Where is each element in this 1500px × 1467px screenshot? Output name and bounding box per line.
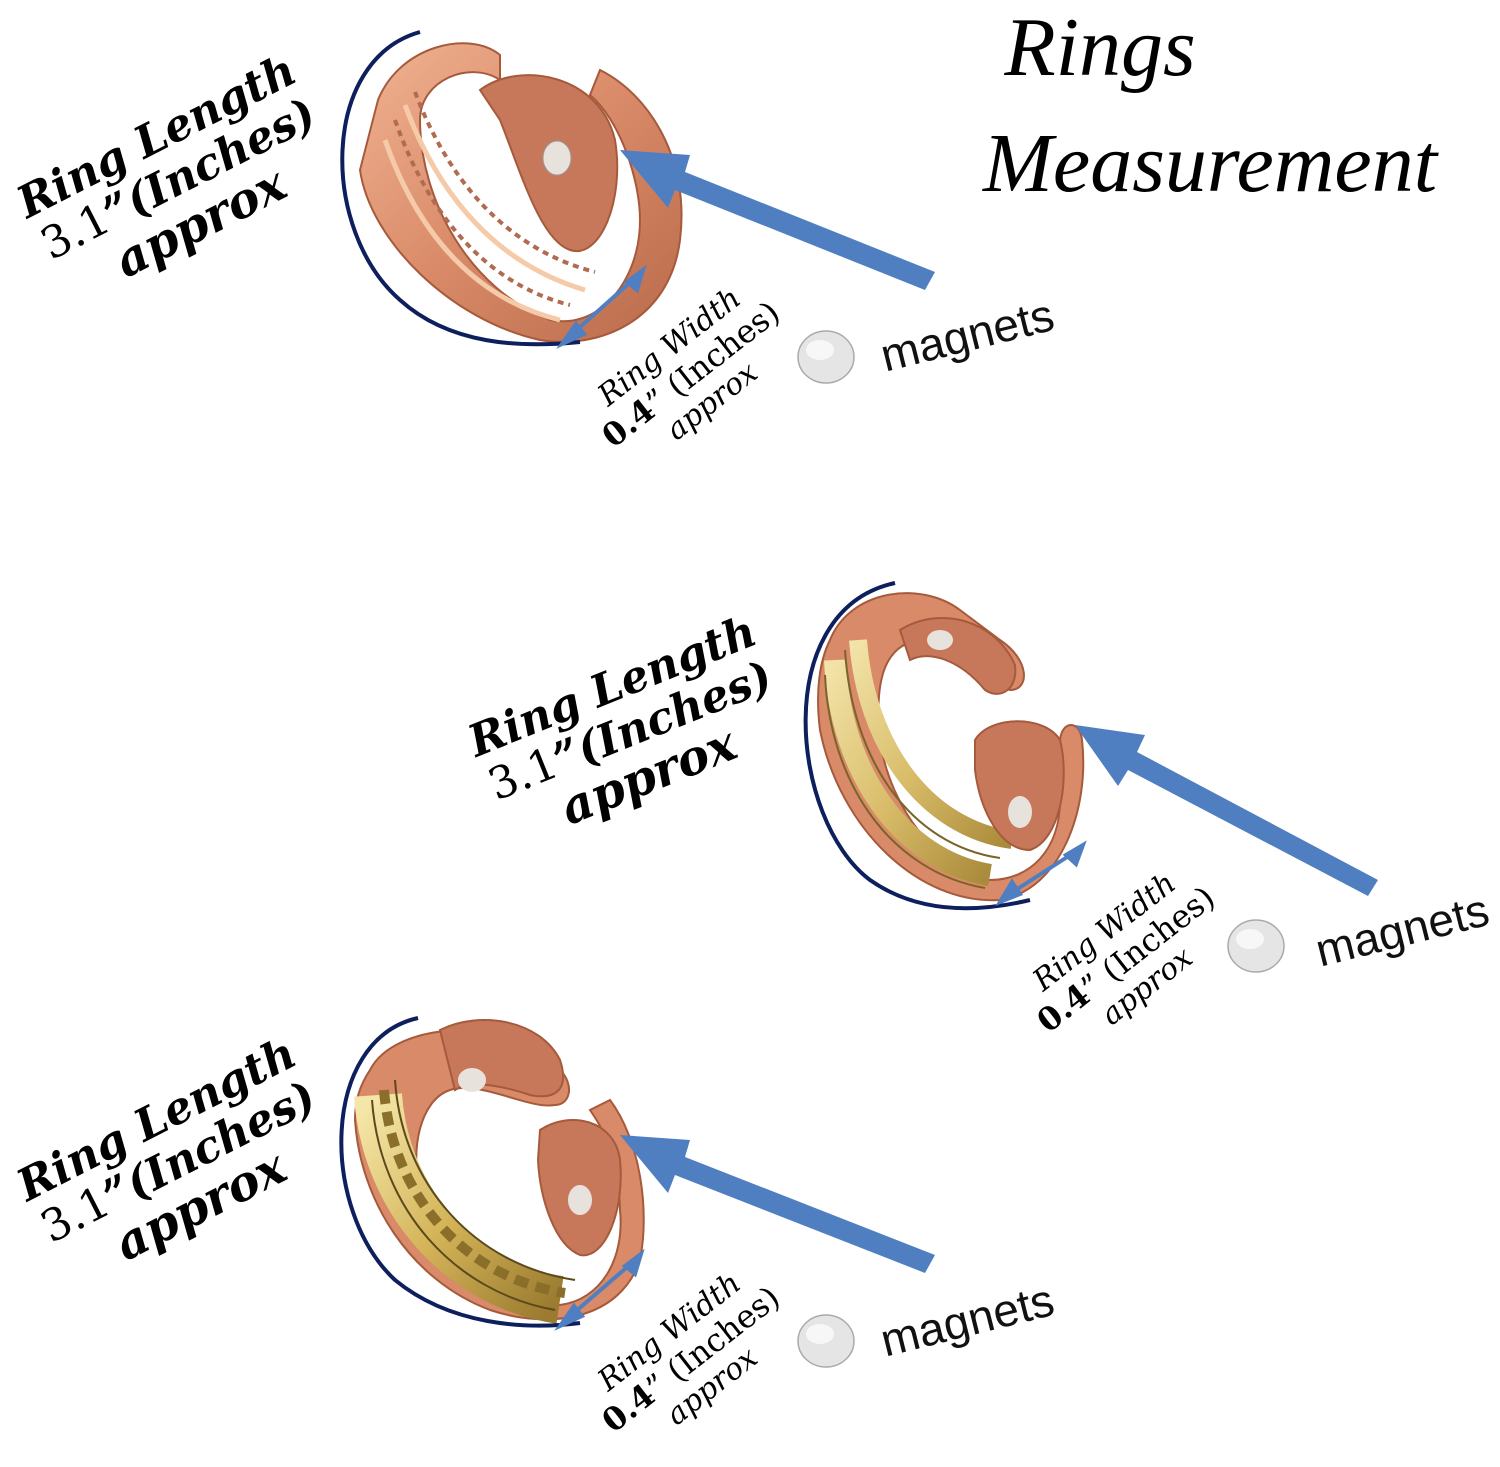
ring-1-length-arc bbox=[340, 30, 581, 347]
ring-3-width-arrow bbox=[554, 1248, 645, 1331]
ring-1-inner-magnet-icon bbox=[542, 140, 572, 176]
ring-1-band bbox=[358, 42, 683, 343]
ring-3-magnet-arrow bbox=[620, 1135, 935, 1273]
title-rings: Rings bbox=[1004, 1, 1196, 94]
ring-3-length-arc bbox=[339, 1016, 581, 1328]
ring-3-inner-magnet-top-icon bbox=[458, 1068, 486, 1092]
ring-2-inner-bottom bbox=[974, 720, 1065, 852]
ring-3-inner-magnet-bottom-icon bbox=[568, 1185, 592, 1215]
ring-2-length-arc bbox=[803, 581, 1031, 911]
ring-2-inner-magnet-bottom-icon bbox=[1008, 796, 1032, 828]
ring-2-width-arrow bbox=[995, 840, 1087, 907]
ring-1-width-arrow bbox=[556, 264, 647, 349]
ring-1-magnet-arrow bbox=[620, 150, 935, 290]
title-measurement: Measurement bbox=[982, 117, 1438, 210]
ring-3-inner-top bbox=[438, 1019, 565, 1098]
ring-2-magnet-arrow bbox=[1075, 725, 1378, 896]
ring-2-inner-magnet-top-icon bbox=[927, 630, 953, 650]
